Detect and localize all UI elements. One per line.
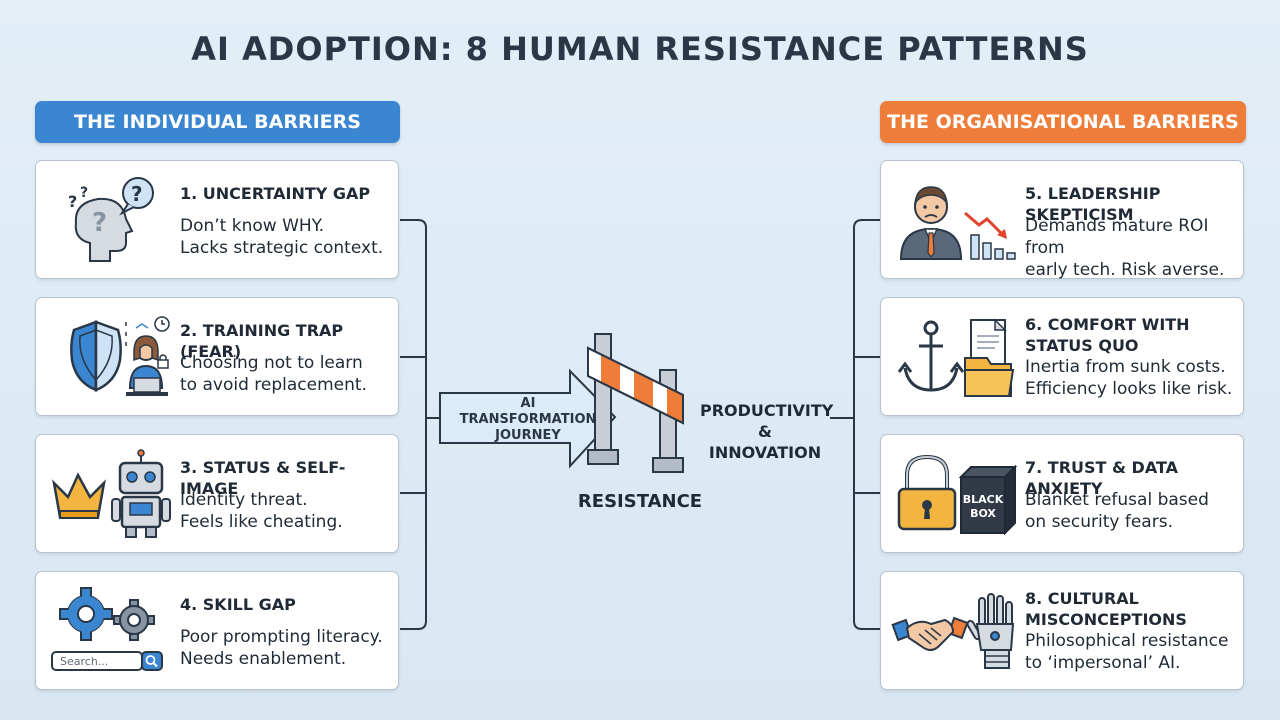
card-description-line2: Lacks strategic context. bbox=[180, 238, 384, 258]
card-title-line1: 8. CULTURAL bbox=[1025, 589, 1139, 608]
left-bracket bbox=[400, 219, 440, 630]
card-description: Choosing not to learn to avoid replaceme… bbox=[180, 352, 396, 396]
individual-barriers-header-label: THE INDIVIDUAL BARRIERS bbox=[74, 111, 361, 133]
card-description: Inertia from sunk costs. Efficiency look… bbox=[1025, 356, 1241, 400]
card-description-line2: early tech. Risk averse. bbox=[1025, 260, 1225, 280]
gears-search-icon: Search... bbox=[46, 584, 176, 679]
black-box-line1: BLACK bbox=[963, 493, 1004, 506]
card-description-line1: Blanket refusal based bbox=[1025, 490, 1209, 510]
barrier-card-skill-gap: Search... 4. SKILL GAP Poor prompting li… bbox=[35, 571, 399, 690]
card-description-line1: Philosophical resistance bbox=[1025, 631, 1229, 651]
svg-text:?: ? bbox=[68, 192, 77, 211]
head-question-icon: ? ? ? ? bbox=[46, 173, 176, 268]
card-title: 2. TRAINING TRAP (FEAR) bbox=[180, 321, 344, 361]
barrier-card-uncertainty-gap: ? ? ? ? 1. UNCERTAINTY GAP Don’t know WH… bbox=[35, 160, 399, 279]
card-title: 1. UNCERTAINTY GAP bbox=[180, 184, 371, 203]
barrier-card-leadership-skepticism: 5. LEADERSHIP SKEPTICISM Demands mature … bbox=[880, 160, 1244, 281]
card-title: 8. CULTURAL MISCONCEPTIONS bbox=[1025, 588, 1239, 630]
card-description-line2: Efficiency looks like risk. bbox=[1025, 379, 1233, 399]
card-title-line2: MISCONCEPTIONS bbox=[1025, 610, 1187, 629]
journey-arrow-line3: JOURNEY bbox=[495, 428, 561, 443]
barrier-card-cultural-misconceptions: 8. CULTURAL MISCONCEPTIONS Philosophical… bbox=[880, 571, 1244, 690]
card-description: Demands mature ROI from early tech. Risk… bbox=[1025, 215, 1241, 281]
barrier-card-training-trap: 2. TRAINING TRAP (FEAR) Choosing not to … bbox=[35, 297, 399, 416]
journey-arrow bbox=[439, 368, 617, 469]
svg-text:?: ? bbox=[131, 182, 143, 206]
page-title: AI ADOPTION: 8 HUMAN RESISTANCE PATTERNS bbox=[191, 30, 1089, 68]
gear-icon bbox=[113, 599, 155, 641]
card-title-line2: STATUS QUO bbox=[1025, 336, 1139, 355]
journey-arrow-line2: TRANSFORMATION bbox=[459, 412, 597, 427]
barrier-card-trust-data-anxiety: BLACK BOX 7. TRUST & DATA ANXIETY Blanke… bbox=[880, 434, 1244, 553]
card-title: 4. SKILL GAP bbox=[180, 595, 296, 614]
card-description-line1: Poor prompting literacy. bbox=[180, 627, 383, 647]
lock-icon bbox=[897, 454, 957, 531]
card-description-line1: Don’t know WHY. bbox=[180, 216, 325, 236]
organisational-barriers-header-label: THE ORGANISATIONAL BARRIERS bbox=[887, 111, 1239, 133]
black-box-icon: BLACK BOX bbox=[958, 464, 1018, 536]
card-description-line1: Inertia from sunk costs. bbox=[1025, 357, 1226, 377]
card-title-line1: 6. COMFORT WITH bbox=[1025, 315, 1190, 334]
card-description: Don’t know WHY. Lacks strategic context. bbox=[180, 215, 396, 259]
gear-icon bbox=[59, 587, 113, 641]
handshake-robot-hand-icon bbox=[891, 584, 1021, 679]
card-description-line1: Identity threat. bbox=[180, 490, 308, 510]
card-description-line2: Feels like cheating. bbox=[180, 512, 343, 532]
svg-text:?: ? bbox=[80, 185, 88, 201]
card-description-line1: Demands mature ROI from bbox=[1025, 216, 1209, 258]
productivity-line1: PRODUCTIVITY bbox=[700, 401, 834, 420]
black-box-line2: BOX bbox=[970, 507, 996, 520]
card-description-line1: Choosing not to learn bbox=[180, 353, 363, 373]
card-description: Poor prompting literacy. Needs enablemen… bbox=[180, 626, 396, 670]
card-title-line1: 5. LEADERSHIP SKEPTICISM bbox=[1025, 184, 1161, 224]
lock-black-box-icon: BLACK BOX bbox=[891, 447, 1021, 542]
card-title-line1: 7. TRUST & DATA ANXIETY bbox=[1025, 458, 1179, 498]
card-description-line2: Needs enablement. bbox=[180, 649, 347, 669]
handshake-icon bbox=[891, 616, 969, 651]
card-title: 6. COMFORT WITH STATUS QUO bbox=[1025, 314, 1239, 356]
journey-arrow-label: AI TRANSFORMATION JOURNEY bbox=[458, 396, 598, 444]
card-description-line2: to avoid replacement. bbox=[180, 375, 367, 395]
journey-arrow-line1: AI bbox=[520, 396, 536, 411]
robot-hand-icon bbox=[966, 593, 1015, 669]
search-placeholder: Search... bbox=[60, 655, 108, 668]
card-description-line2: on security fears. bbox=[1025, 512, 1173, 532]
executive-declining-chart-icon bbox=[891, 173, 1021, 268]
road-barrier-icon bbox=[587, 333, 684, 473]
resistance-label: RESISTANCE bbox=[577, 491, 703, 512]
anchor-icon bbox=[897, 320, 965, 392]
productivity-line2: & INNOVATION bbox=[708, 422, 822, 462]
card-description-line2: to ‘impersonal’ AI. bbox=[1025, 653, 1181, 673]
card-description: Philosophical resistance to ‘impersonal’… bbox=[1025, 630, 1241, 674]
organisational-barriers-header: THE ORGANISATIONAL BARRIERS bbox=[880, 101, 1246, 143]
card-title: 7. TRUST & DATA ANXIETY bbox=[1025, 457, 1239, 499]
crown-robot-icon bbox=[46, 447, 176, 542]
individual-barriers-header: THE INDIVIDUAL BARRIERS bbox=[35, 101, 400, 143]
card-description: Blanket refusal based on security fears. bbox=[1025, 489, 1241, 533]
svg-text:?: ? bbox=[92, 208, 107, 238]
barrier-card-status-quo: 6. COMFORT WITH STATUS QUO Inertia from … bbox=[880, 297, 1244, 416]
card-description: Identity threat. Feels like cheating. bbox=[180, 489, 396, 533]
shield-worker-icon bbox=[46, 310, 176, 405]
anchor-folder-icon bbox=[891, 310, 1021, 405]
barrier-card-status-self-image: 3. STATUS & SELF-IMAGE Identity threat. … bbox=[35, 434, 399, 553]
productivity-innovation-label: PRODUCTIVITY & INNOVATION bbox=[700, 400, 834, 463]
right-bracket bbox=[830, 219, 880, 630]
card-title: 3. STATUS & SELF-IMAGE bbox=[180, 458, 346, 498]
card-title: 5. LEADERSHIP SKEPTICISM bbox=[1025, 183, 1239, 225]
